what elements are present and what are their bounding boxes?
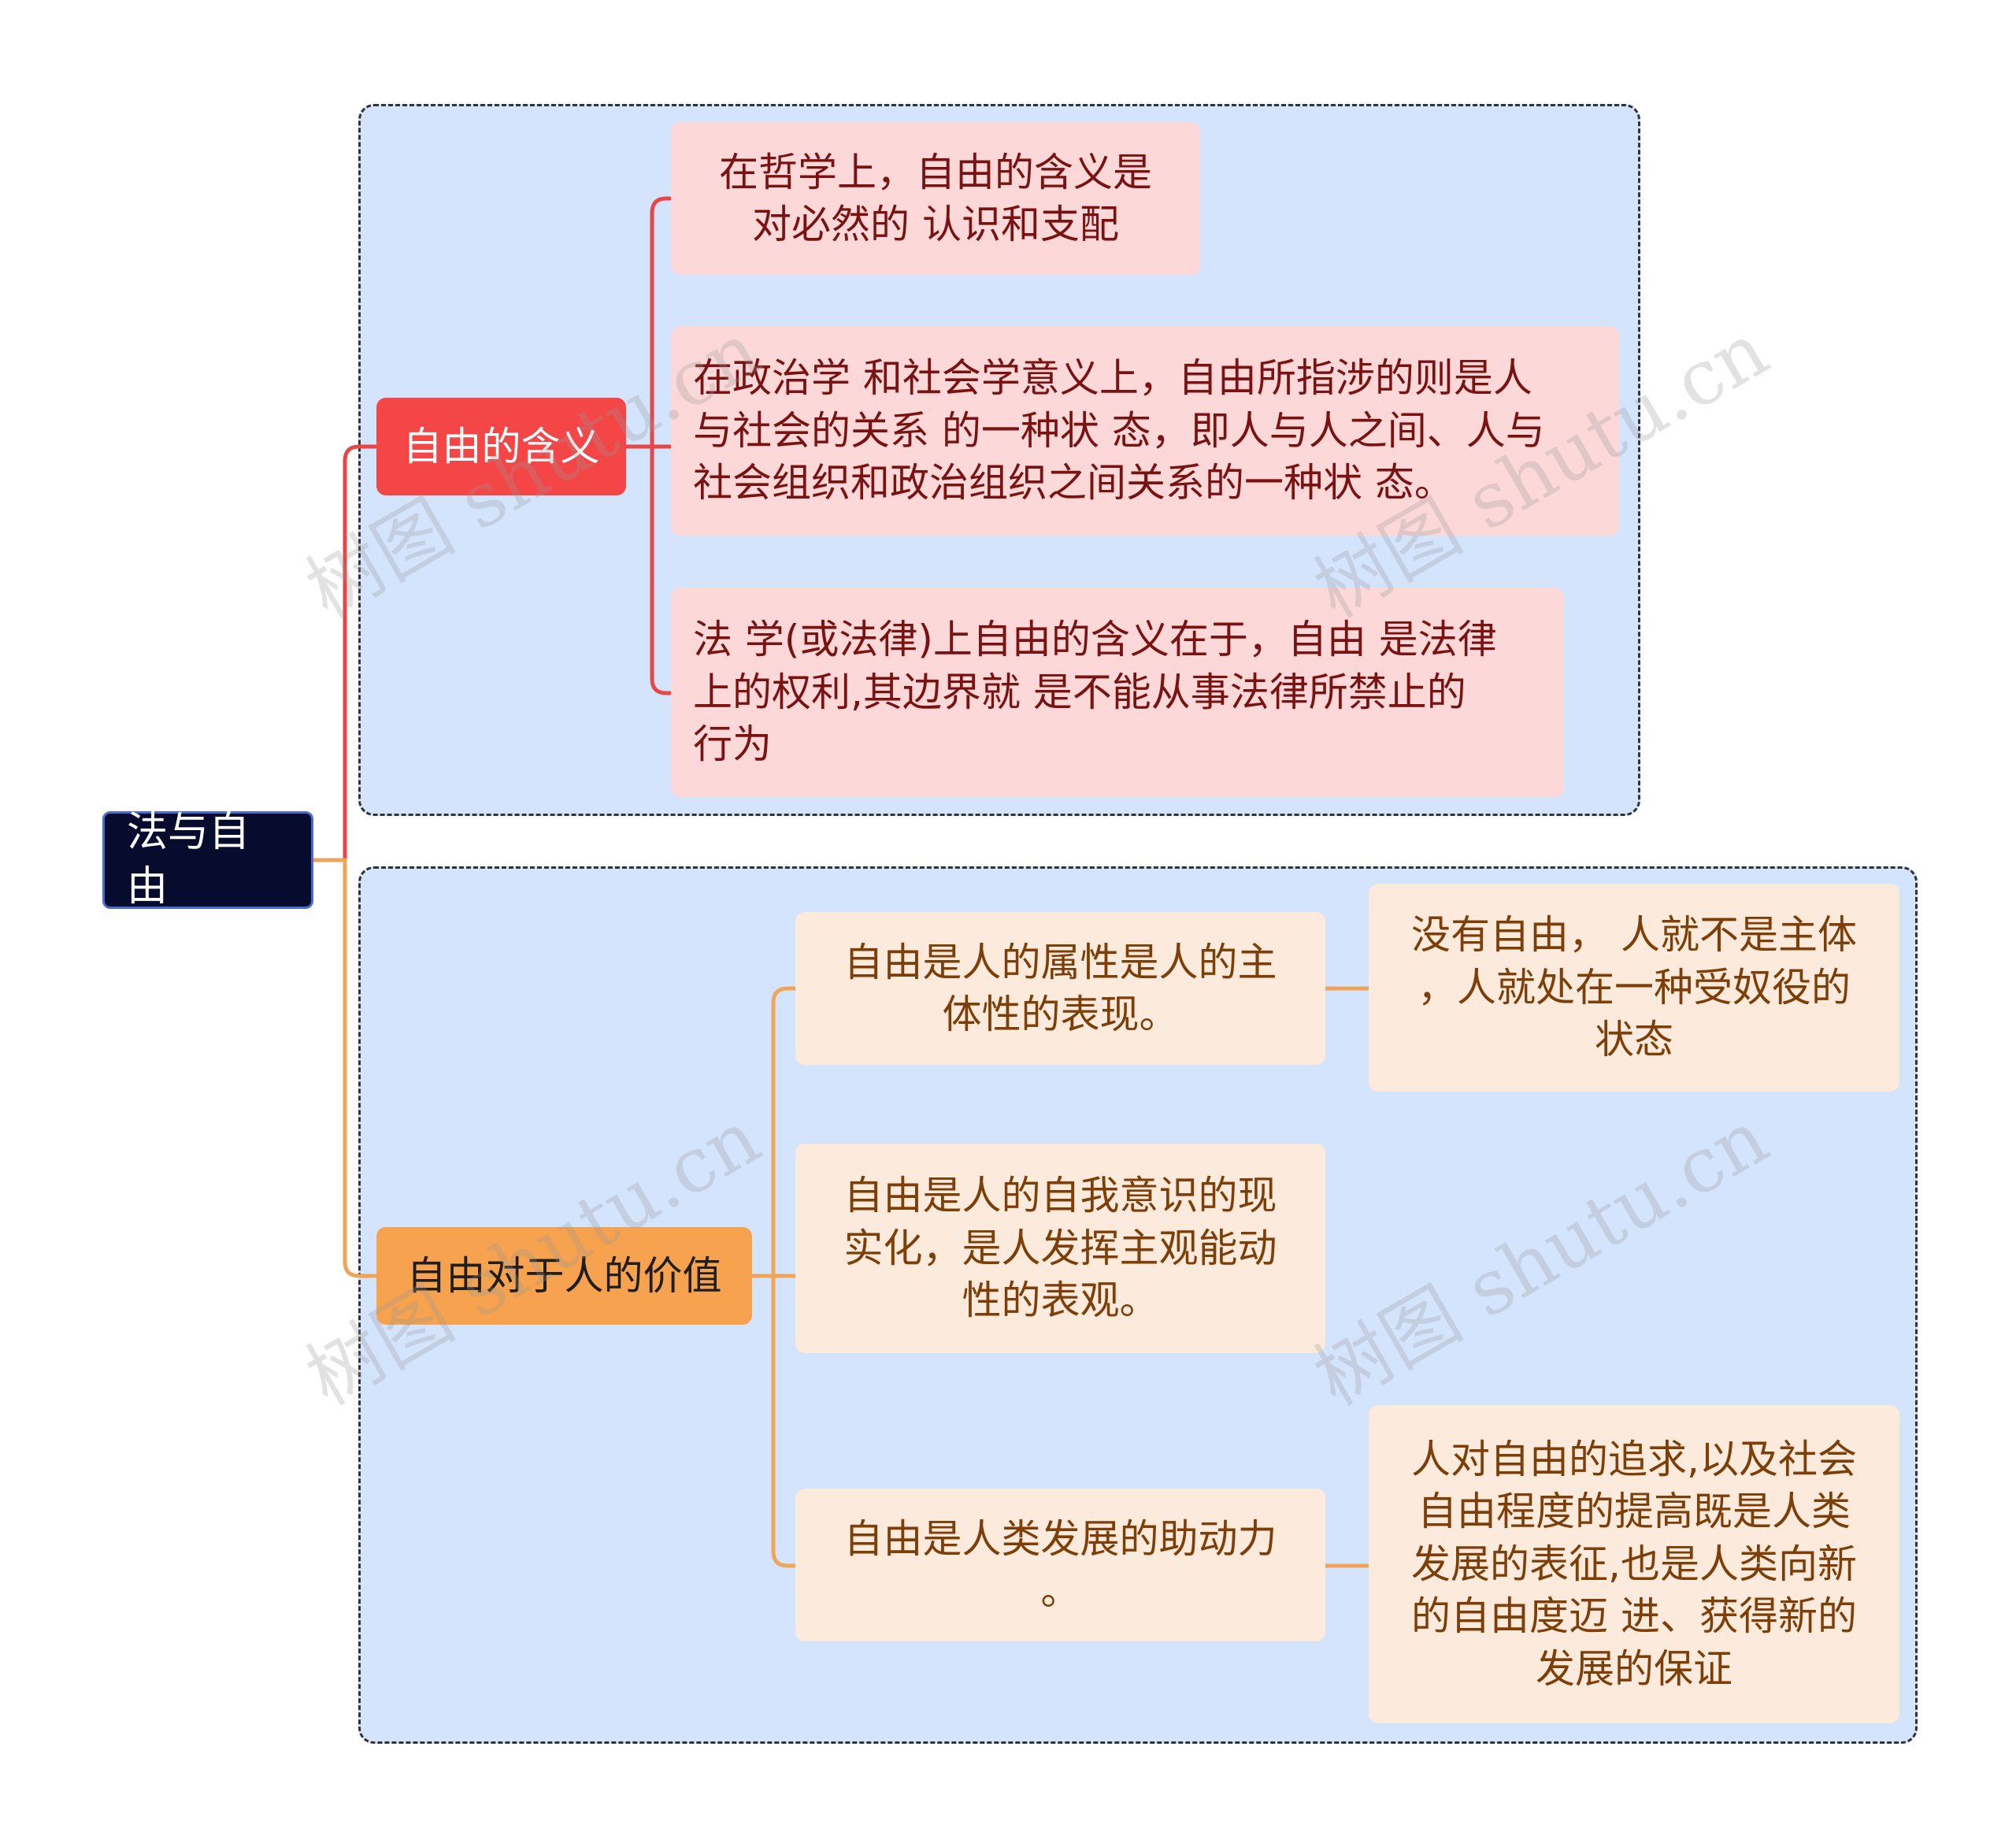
detail-pursuit-of-freedom[interactable]: 人对自由的追求,以及社会 自由程度的提高既是人类 发展的表征,也是人类向新 的自… bbox=[1369, 1405, 1899, 1723]
leaf-development[interactable]: 自由是人类发展的助动力 。 bbox=[795, 1489, 1325, 1641]
link-branch2-child3 bbox=[771, 1274, 798, 1568]
link-root-branch2 bbox=[311, 858, 379, 1278]
leaf-self-awareness[interactable]: 自由是人的自我意识的现 实化，是人发挥主观能动 性的表观。 bbox=[795, 1144, 1325, 1353]
link-branch1-child3 bbox=[650, 444, 673, 695]
branch-node-value[interactable]: 自由对于人的价值 bbox=[376, 1227, 752, 1325]
link-branch2-child1 bbox=[750, 986, 798, 1278]
branch-node-meaning[interactable]: 自由的含义 bbox=[376, 398, 626, 495]
link-root-branch1 bbox=[311, 444, 379, 862]
leaf-law[interactable]: 法 学(或法律)上自由的含义在于，自由 是法律 上的权利,其边界就 是不能从事法… bbox=[671, 588, 1564, 797]
leaf-attribute[interactable]: 自由是人的属性是人的主 体性的表现。 bbox=[795, 912, 1325, 1065]
link-branch1-child1 bbox=[624, 196, 673, 449]
detail-no-freedom[interactable]: 没有自由， 人就不是主体 ，人就处在一种受奴役的 状态 bbox=[1369, 884, 1899, 1092]
leaf-politics-sociology[interactable]: 在政治学 和社会学意义上，自由所指涉的则是人 与社会的关系 的一种状 态，即人与… bbox=[671, 326, 1619, 536]
root-node[interactable]: 法与自由 bbox=[102, 809, 313, 910]
leaf-philosophy[interactable]: 在哲学上，自由的含义是 对必然的 认识和支配 bbox=[671, 122, 1200, 275]
